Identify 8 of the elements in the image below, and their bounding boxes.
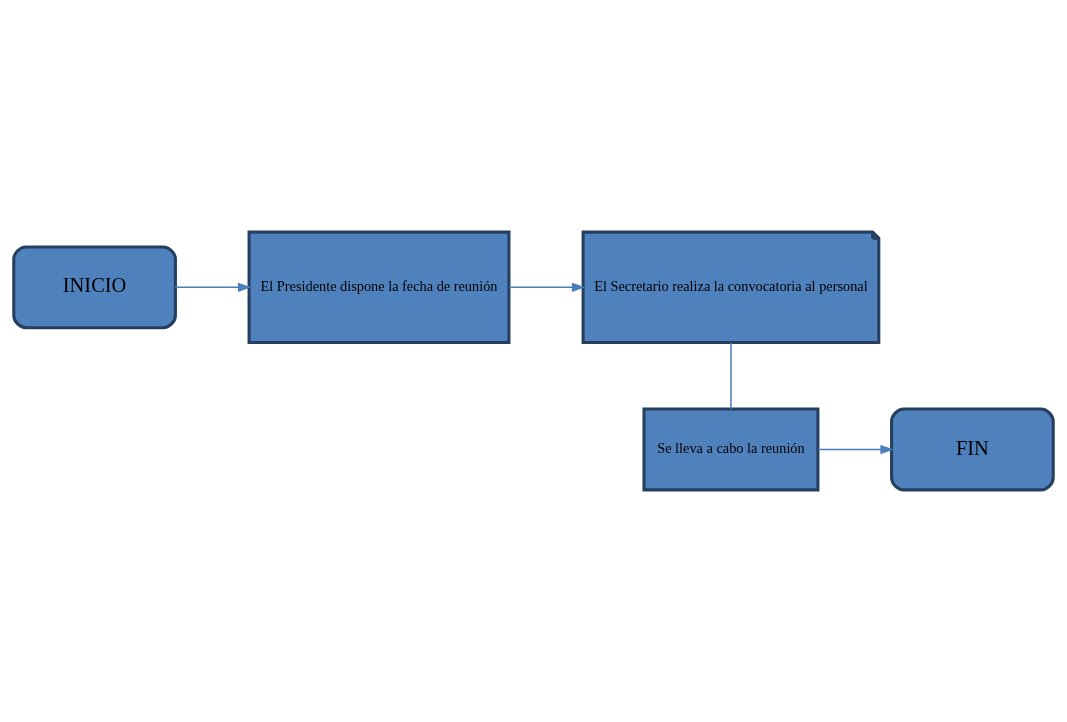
node-box: El Presidente dispone la fecha de reunión bbox=[247, 230, 511, 345]
node-box: INICIO bbox=[12, 245, 177, 330]
node-box: Se lleva a cabo la reunión bbox=[642, 407, 820, 492]
connector bbox=[730, 342, 732, 410]
arrow bbox=[508, 282, 586, 292]
node-box: FIN bbox=[890, 407, 1055, 492]
arrow bbox=[174, 282, 252, 292]
arrow bbox=[817, 444, 894, 455]
